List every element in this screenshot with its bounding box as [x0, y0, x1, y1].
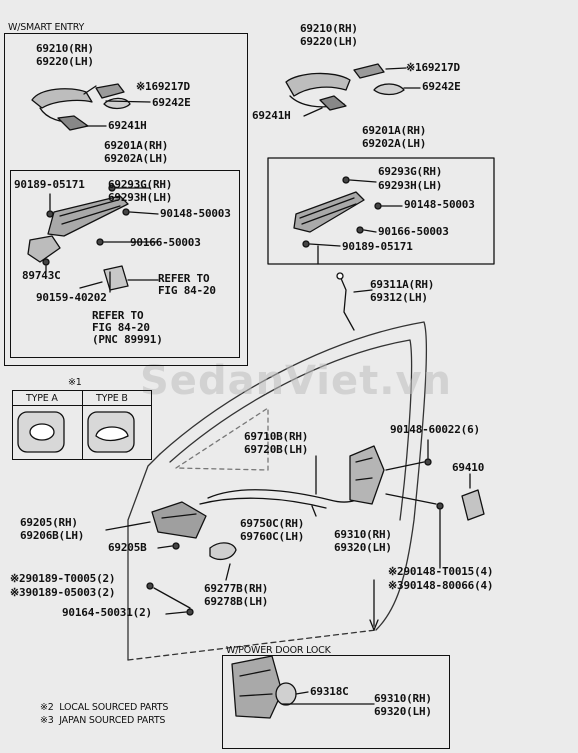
cable — [199, 489, 371, 509]
handle-cover-right — [353, 63, 385, 79]
label-handle-lh-left: 69220(LH) — [36, 55, 94, 68]
pad-right — [373, 83, 405, 96]
label-pad-right: 69242E — [422, 80, 461, 93]
label-cover-left: ※169217D — [136, 80, 190, 93]
label-screw-bottom: 90164-50031(2) — [62, 606, 152, 619]
inside-handle-right — [293, 191, 365, 233]
label-screw-b-right: 90166-50003 — [378, 225, 449, 238]
label-screw-3a: ※390148-80066(4) — [388, 579, 494, 592]
lock-rod — [336, 272, 355, 331]
label-striker: 69410 — [452, 461, 485, 474]
label-cable2-lh: 69760C(LH) — [240, 530, 305, 543]
inside-handle-cap — [209, 542, 237, 561]
inside-handle-box-left — [10, 170, 240, 358]
type-legend-divider-v — [82, 390, 83, 460]
reference-bracket — [103, 265, 129, 293]
label-sub-lh-right: 69293H(LH) — [378, 179, 443, 192]
label-ref-fig-1: REFER TO FIG 84-20 — [158, 272, 216, 297]
label-lever-rh: 69205(RH) — [20, 516, 78, 529]
door-lock — [349, 445, 385, 505]
type-a-label: TYPE A — [26, 393, 58, 404]
type-a-icon — [17, 411, 65, 453]
label-sub-rh-left: 69293G(RH) — [108, 178, 173, 191]
label-cable2-rh: 69750C(RH) — [240, 517, 305, 530]
label-lock-lh: 69320(LH) — [334, 541, 392, 554]
label-pad-left: 69242E — [152, 96, 191, 109]
outside-handle-right — [285, 72, 351, 111]
label-inside-rh-right: 69201A(RH) — [362, 124, 427, 137]
striker — [461, 489, 485, 521]
note-local-sourced: ※2 LOCAL SOURCED PARTS — [40, 702, 169, 713]
label-rod-lh: 69312(LH) — [370, 291, 428, 304]
type-b-label: TYPE B — [96, 393, 128, 404]
label-screw-top: 90148-60022(6) — [390, 423, 480, 436]
label-clip: 69205B — [108, 541, 147, 554]
label-frame-left: 69241H — [108, 119, 147, 132]
label-bolt-right: 90189-05171 — [342, 240, 413, 253]
label-screw-a-left: 90148-50003 — [160, 207, 231, 220]
type-b-icon — [87, 411, 135, 453]
type-legend-mark: ※1 — [68, 377, 82, 388]
label-sub-rh-right: 69293G(RH) — [378, 165, 443, 178]
label-cap-lh: 69278B(LH) — [204, 595, 269, 608]
label-handle-rh-right: 69210(RH) — [300, 22, 358, 35]
power-lock-box — [222, 655, 450, 749]
smart-entry-box — [4, 33, 248, 366]
label-inside-lh-right: 69202A(LH) — [362, 137, 427, 150]
power-door-lock-actuator — [231, 655, 283, 719]
label-sub-lh-left: 69293H(LH) — [108, 191, 173, 204]
label-lever-lh: 69206B(LH) — [20, 529, 85, 542]
inside-handle-left — [47, 195, 129, 237]
label-cap-rh: 69277B(RH) — [204, 582, 269, 595]
label-inside-lh-left: 69202A(LH) — [104, 152, 169, 165]
label-inside-rh-left: 69201A(RH) — [104, 139, 169, 152]
label-bolt-b: 90159-40202 — [36, 291, 107, 304]
label-cable-lh: 69720B(LH) — [244, 443, 309, 456]
label-bolt-2: ※290189-T0005(2) — [10, 572, 116, 585]
label-handle-lh-right: 69220(LH) — [300, 35, 358, 48]
label-screw-b-left: 90166-50003 — [130, 236, 201, 249]
inside-lever — [151, 501, 207, 539]
label-lock-rh: 69310(RH) — [334, 528, 392, 541]
handle-cover-left — [95, 83, 125, 99]
label-ref-fig-2: REFER TO FIG 84-20 (PNC 89991) — [92, 309, 163, 346]
label-handle-rh-left: 69210(RH) — [36, 42, 94, 55]
label-rod-rh: 69311A(RH) — [370, 278, 435, 291]
label-cover-right: ※169217D — [406, 61, 460, 74]
label-cable-rh: 69710B(RH) — [244, 430, 309, 443]
power-lock-title: W/POWER DOOR LOCK — [226, 645, 331, 656]
label-bolt-3: ※390189-05003(2) — [10, 586, 116, 599]
label-power-lock-lh: 69320(LH) — [374, 705, 432, 718]
inside-handle-box-right — [267, 157, 495, 265]
label-89743c: 89743C — [22, 269, 61, 282]
label-screw-2a: ※290148-T0015(4) — [388, 565, 494, 578]
door-outline — [127, 321, 428, 661]
label-power-lock-rh: 69310(RH) — [374, 692, 432, 705]
label-screw-a-right: 90148-50003 — [404, 198, 475, 211]
smart-entry-title: W/SMART ENTRY — [8, 22, 85, 33]
label-69318c: 69318C — [310, 685, 349, 698]
label-bolt-a: 90189-05171 — [14, 178, 85, 191]
bracket-89743c — [27, 235, 61, 263]
note-japan-sourced: ※3 JAPAN SOURCED PARTS — [40, 715, 166, 726]
label-frame-right: 69241H — [252, 109, 291, 122]
